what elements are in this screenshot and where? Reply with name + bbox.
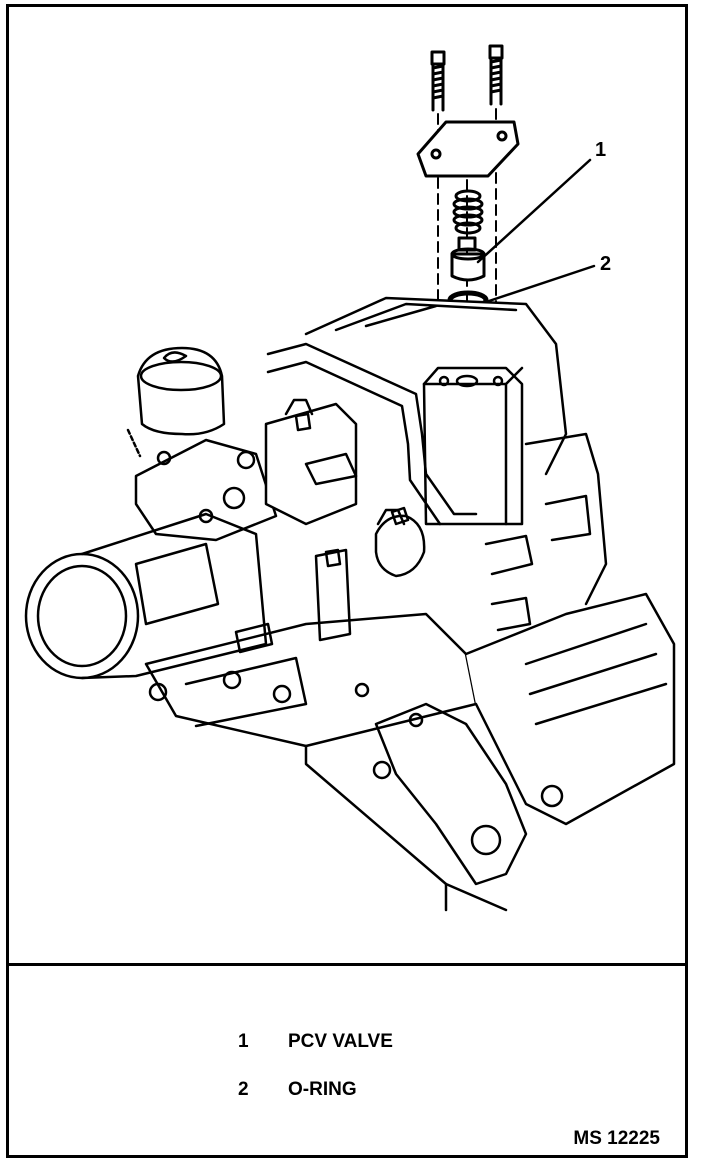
gasket-icon [416,120,520,178]
engine-diagram: 1 2 [24,44,676,912]
legend-divider [6,963,688,966]
legend-item: 2 O-RING [238,1079,357,1101]
bolt-icon [430,50,446,112]
bolt-icon [488,44,504,106]
legend-number: 2 [238,1079,249,1100]
callout-1-leader [476,158,592,264]
legend-label: O-RING [288,1079,357,1100]
callout-2-leader [484,264,596,304]
figure-code: MS 12225 [573,1128,660,1149]
legend-number: 1 [238,1031,249,1052]
callout-2-number: 2 [600,253,611,275]
spring-icon [452,189,484,235]
pcv-valve-icon [450,236,486,282]
figure-frame [6,4,688,1158]
legend-label: PCV VALVE [288,1031,393,1052]
callout-1-number: 1 [595,139,606,161]
engine-icon [24,296,676,912]
legend-item: 1 PCV VALVE [238,1031,393,1053]
